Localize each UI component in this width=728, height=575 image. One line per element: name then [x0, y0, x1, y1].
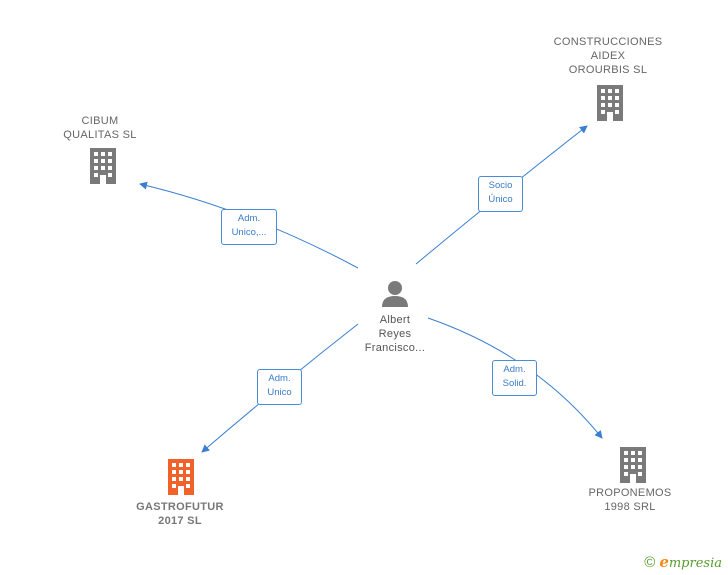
company-name-gastrofutur[interactable]: GASTROFUTUR 2017 SL: [136, 501, 224, 527]
copyright-symbol: ©: [644, 553, 656, 571]
relation-label-proponemos[interactable]: Adm. Solid.: [492, 360, 537, 396]
empresia-watermark: © empresia: [644, 553, 722, 571]
relation-label-construcciones[interactable]: Socio Único: [478, 176, 523, 212]
relation-label-gastrofutur[interactable]: Adm. Unico: [257, 369, 302, 405]
relation-label-cibum[interactable]: Adm. Unico,...: [221, 209, 277, 245]
building-icon[interactable]: [88, 148, 118, 184]
company-name-cibum[interactable]: CIBUM QUALITAS SL: [63, 115, 137, 141]
building-icon[interactable]: [618, 447, 648, 483]
building-icon[interactable]: [595, 85, 625, 121]
company-name-proponemos[interactable]: PROPONEMOS 1998 SRL: [588, 487, 672, 513]
person-icon[interactable]: [380, 278, 410, 308]
empresia-logo: empresia: [659, 553, 722, 571]
building-icon[interactable]: [166, 459, 196, 495]
company-name-construcciones[interactable]: CONSTRUCCIONES AIDEX OROURBIS SL: [553, 36, 663, 76]
person-name[interactable]: Albert Reyes Francisco...: [364, 314, 426, 354]
